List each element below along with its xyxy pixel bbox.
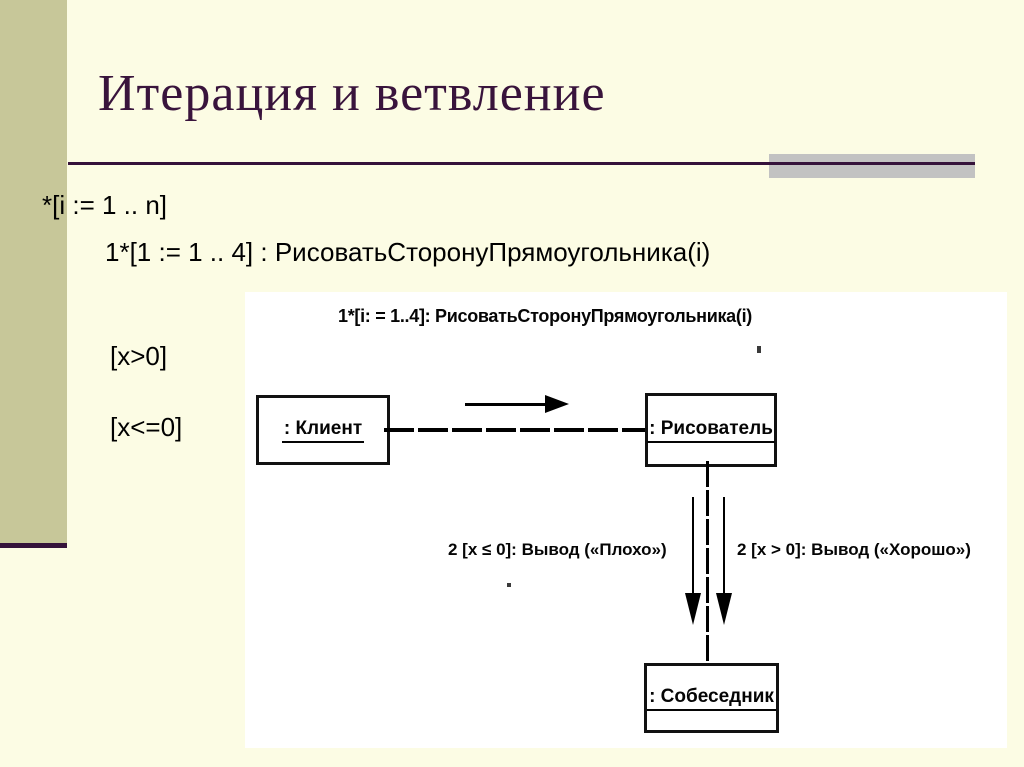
uml-object-drawer: : Рисователь	[645, 393, 777, 467]
left-accent-bar-underline	[0, 543, 67, 548]
association-line	[384, 428, 645, 432]
scan-artifact	[757, 346, 761, 353]
iteration-expression: *[i := 1 .. n]	[42, 190, 168, 220]
message-label-bad: 2 [x ≤ 0]: Вывод («Плохо»)	[448, 540, 667, 559]
uml-object-interlocutor: : Собеседник	[644, 663, 779, 733]
title-rule-line	[68, 162, 975, 165]
uml-object-client-label: : Клиент	[281, 418, 365, 443]
down-arrow-right-shaft	[723, 497, 725, 595]
title-rule-gray-bar	[769, 154, 975, 178]
message-arrow-right-icon	[545, 395, 569, 413]
diagram-message-header: 1*[i: = 1..4]: РисоватьСторонуПрямоуголь…	[338, 306, 752, 326]
condition-positive: [x>0]	[110, 341, 168, 371]
left-accent-bar	[0, 0, 67, 543]
down-arrow-left-icon	[685, 593, 701, 625]
down-arrow-left-shaft	[692, 497, 694, 595]
nested-iteration-expression: 1*[1 := 1 .. 4] : РисоватьСторонуПрямоуг…	[105, 237, 711, 267]
slide-title: Итерация и ветвление	[98, 65, 606, 122]
scan-artifact	[507, 583, 511, 587]
message-arrow-shaft	[465, 403, 545, 406]
drawer-to-interlocutor-link	[706, 461, 709, 663]
uml-object-interlocutor-label: : Собеседник	[647, 686, 776, 711]
message-label-good: 2 [x > 0]: Вывод («Хорошо»)	[737, 540, 971, 559]
uml-object-drawer-label: : Рисователь	[647, 418, 775, 443]
condition-nonpositive: [x<=0]	[110, 412, 183, 442]
uml-collaboration-diagram: 1*[i: = 1..4]: РисоватьСторонуПрямоуголь…	[245, 292, 1007, 748]
uml-object-client: : Клиент	[256, 395, 390, 465]
down-arrow-right-icon	[716, 593, 732, 625]
